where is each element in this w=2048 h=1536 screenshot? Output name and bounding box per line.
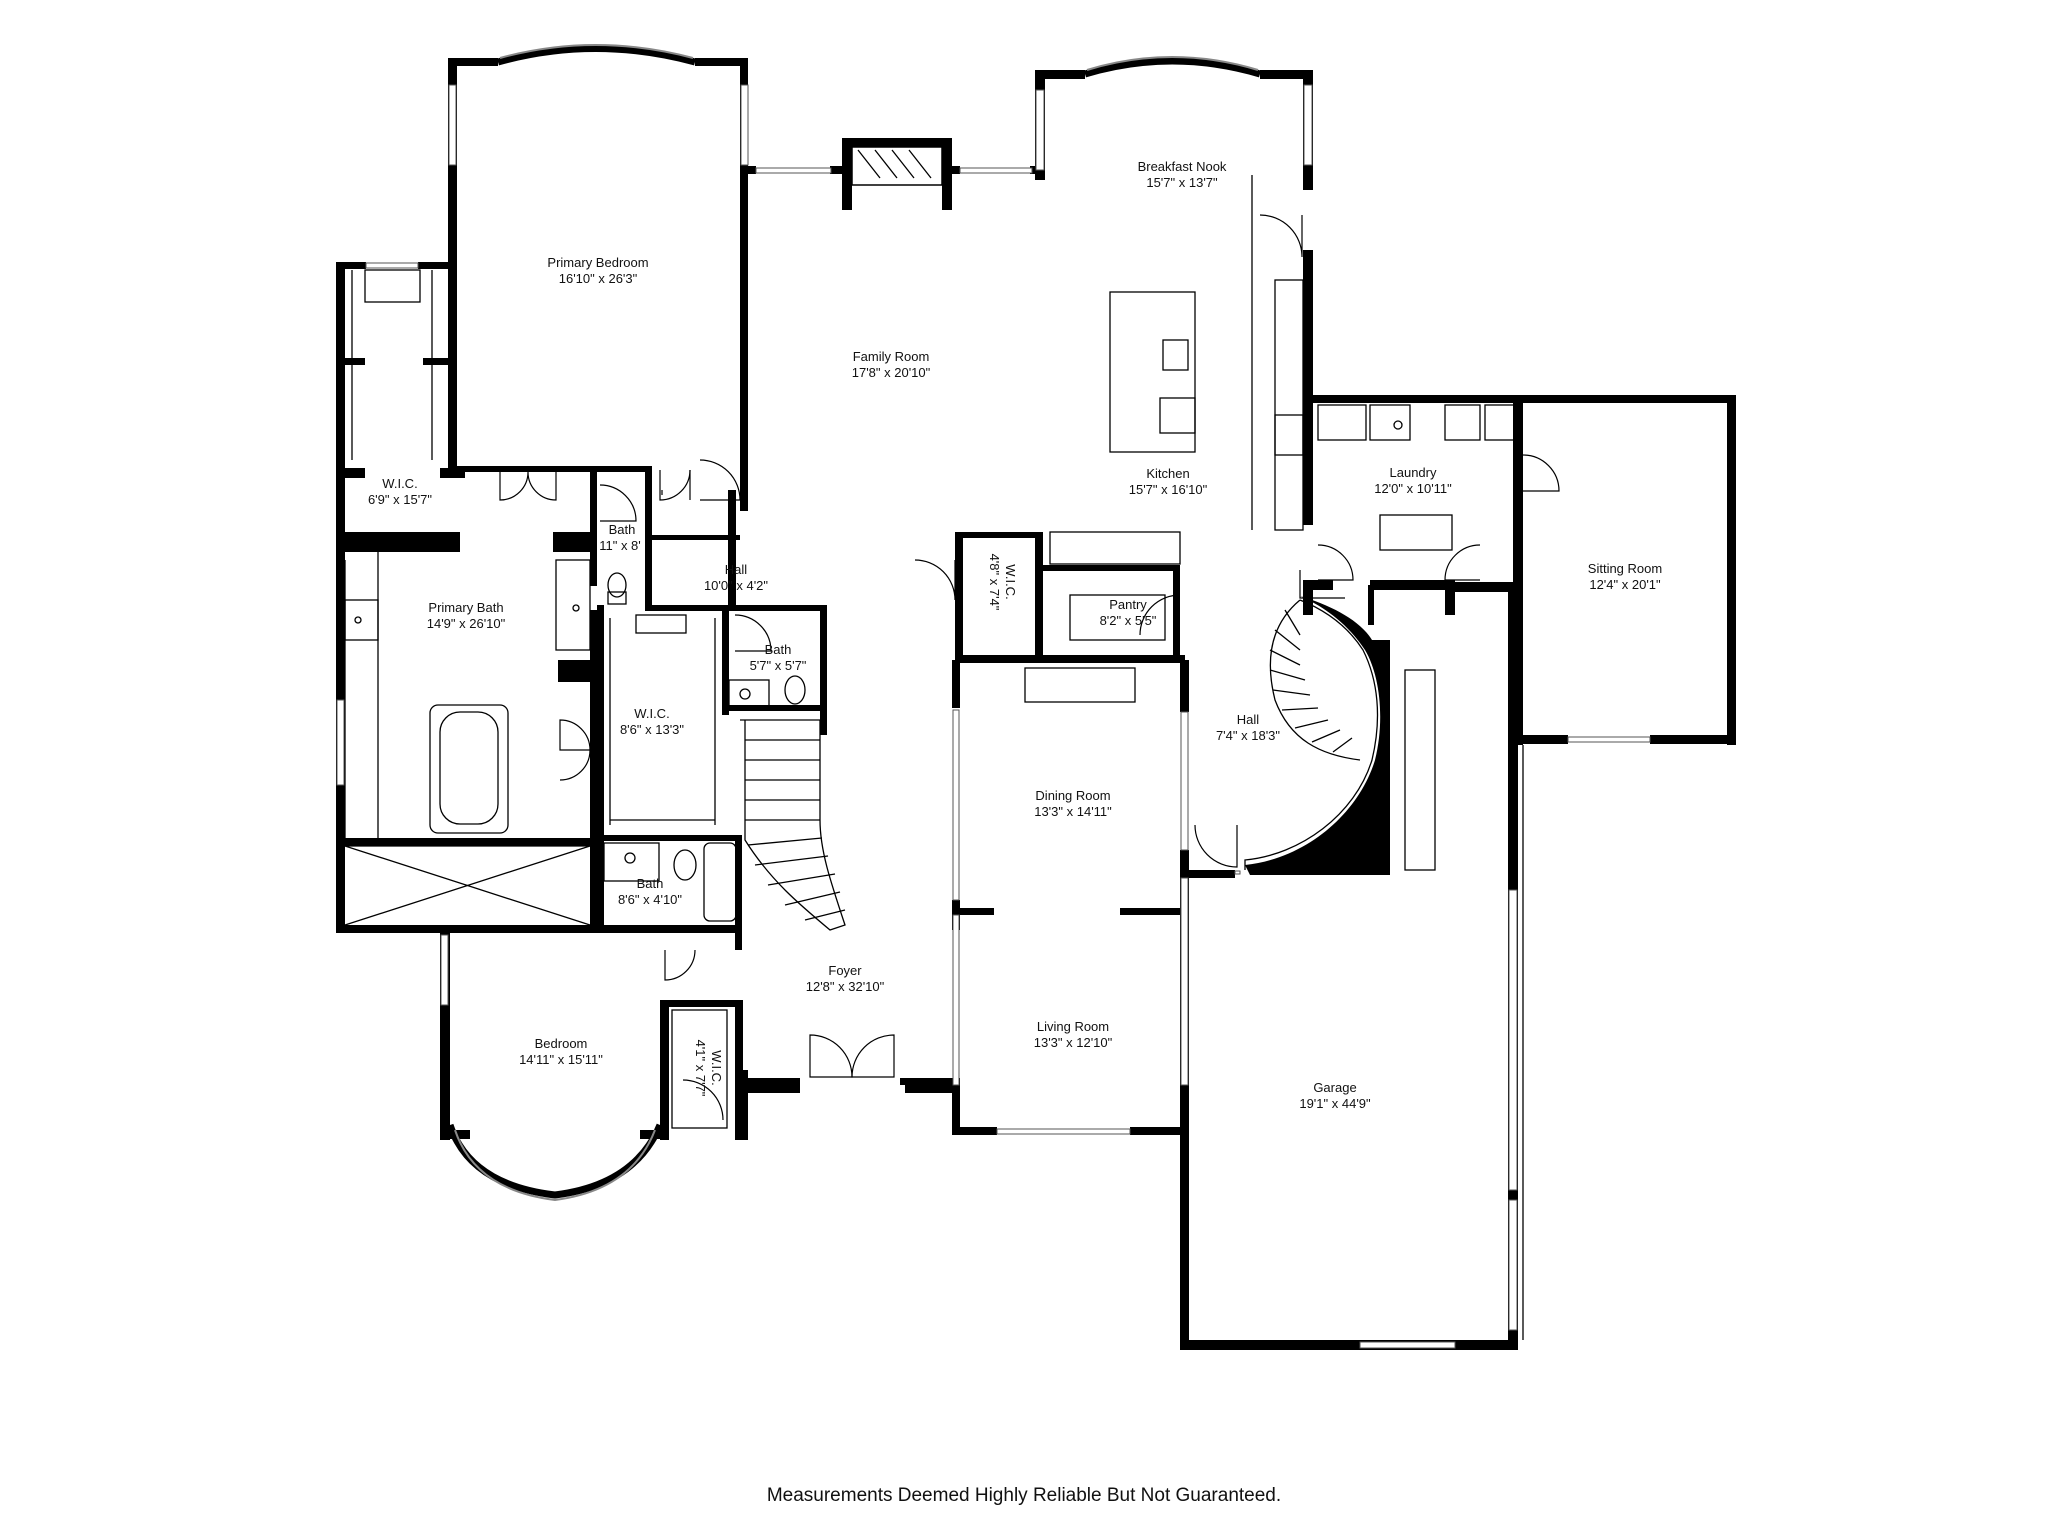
room-dims-bath-small: 11" x 8' bbox=[599, 538, 641, 553]
room-name-laundry: Laundry bbox=[1390, 465, 1437, 480]
windows bbox=[336, 84, 1651, 1349]
room-dims-family-room: 17'8" x 20'10" bbox=[852, 365, 931, 380]
room-name-sitting-room: Sitting Room bbox=[1588, 561, 1662, 576]
room-dims-wic-bedroom: 4'1" x 7'7" bbox=[693, 1040, 708, 1097]
room-name-wic-kitchen: W.I.C. bbox=[1003, 564, 1018, 599]
room-dims-bath-lower: 8'6" x 4'10" bbox=[618, 892, 682, 907]
doors bbox=[499, 214, 1560, 1121]
room-dims-laundry: 12'0" x 10'11" bbox=[1374, 481, 1452, 496]
room-dims-primary-bedroom: 16'10" x 26'3" bbox=[559, 271, 638, 286]
room-name-living-room: Living Room bbox=[1037, 1019, 1109, 1034]
room-name-wic-bedroom: W.I.C. bbox=[709, 1050, 724, 1085]
room-dims-dining-room: 13'3" x 14'11" bbox=[1034, 804, 1112, 819]
disclaimer-text: Measurements Deemed Highly Reliable But … bbox=[766, 1485, 1282, 1506]
room-dims-living-room: 13'3" x 12'10" bbox=[1034, 1035, 1113, 1050]
room-name-wic-primary: W.I.C. bbox=[382, 476, 417, 491]
room-dims-garage: 19'1" x 44'9" bbox=[1299, 1096, 1371, 1111]
walls bbox=[336, 58, 1736, 1350]
room-name-pantry: Pantry bbox=[1109, 597, 1147, 612]
room-name-primary-bedroom: Primary Bedroom bbox=[547, 255, 648, 270]
room-dims-pantry: 8'2" x 5'5" bbox=[1100, 613, 1157, 628]
bay-windows bbox=[446, 44, 1261, 1202]
room-name-wic-center: W.I.C. bbox=[634, 706, 669, 721]
room-dims-bedroom: 14'11" x 15'11" bbox=[519, 1052, 603, 1067]
room-dims-hall-large: 7'4" x 18'3" bbox=[1216, 728, 1280, 743]
room-dims-wic-center: 8'6" x 13'3" bbox=[620, 722, 684, 737]
fixtures bbox=[344, 175, 1524, 1340]
room-dims-wic-primary: 6'9" x 15'7" bbox=[368, 492, 432, 507]
room-dims-wic-kitchen: 4'8" x 7'4" bbox=[987, 554, 1002, 611]
room-dims-sitting-room: 12'4" x 20'1" bbox=[1589, 577, 1661, 592]
room-dims-foyer: 12'8" x 32'10" bbox=[806, 979, 885, 994]
room-dims-kitchen: 15'7" x 16'10" bbox=[1129, 482, 1208, 497]
room-name-hall-small: Hall bbox=[725, 562, 748, 577]
room-dims-primary-bath: 14'9" x 26'10" bbox=[427, 616, 506, 631]
room-name-kitchen: Kitchen bbox=[1146, 466, 1189, 481]
room-name-garage: Garage bbox=[1313, 1080, 1356, 1095]
room-dims-bath-center: 5'7" x 5'7" bbox=[750, 658, 807, 673]
curved-stair-wall bbox=[1245, 596, 1390, 875]
room-name-family-room: Family Room bbox=[853, 349, 930, 364]
room-name-breakfast-nook: Breakfast Nook bbox=[1138, 159, 1227, 174]
room-name-foyer: Foyer bbox=[828, 963, 862, 978]
room-name-hall-large: Hall bbox=[1237, 712, 1260, 727]
room-name-bath-lower: Bath bbox=[637, 876, 664, 891]
room-name-bath-small: Bath bbox=[609, 522, 636, 537]
room-name-bath-center: Bath bbox=[765, 642, 792, 657]
room-name-primary-bath: Primary Bath bbox=[428, 600, 503, 615]
fireplace bbox=[851, 146, 943, 186]
room-labels: Primary Bedroom 16'10" x 26'3" W.I.C. 6'… bbox=[368, 159, 1662, 1111]
room-name-bedroom: Bedroom bbox=[535, 1036, 588, 1051]
room-dims-hall-small: 10'0" x 4'2" bbox=[704, 578, 768, 593]
room-dims-breakfast-nook: 15'7" x 13'7" bbox=[1146, 175, 1218, 190]
room-name-dining-room: Dining Room bbox=[1035, 788, 1110, 803]
